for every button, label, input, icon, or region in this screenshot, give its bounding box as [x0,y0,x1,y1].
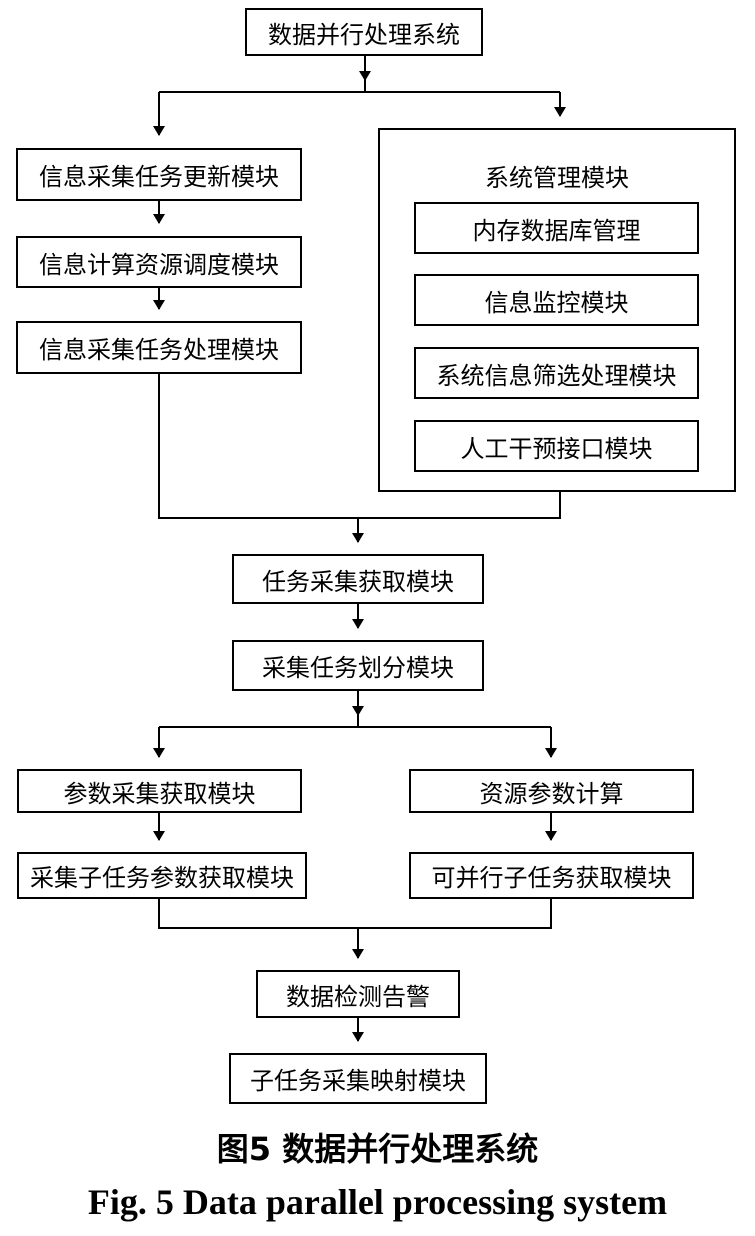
update-module-node: 信息采集任务更新模块 [16,148,302,201]
figure-caption-chinese: 图5 数据并行处理系统 [216,1130,539,1168]
task-acquisition-node: 任务采集获取模块 [232,554,484,604]
compute-schedule-node: 信息计算资源调度模块 [16,236,302,288]
subtask-mapping-node: 子任务采集映射模块 [229,1053,487,1104]
edge-merge-to-task-acquisition [158,374,561,519]
edge-root-split [158,56,561,135]
monitor-node: 信息监控模块 [414,274,699,326]
root-node: 数据并行处理系统 [245,8,483,56]
system-management-title: 系统管理模块 [485,164,629,192]
manual-interface-node: 人工干预接口模块 [414,420,699,472]
resource-calculation-node: 资源参数计算 [409,769,694,813]
parallel-subtask-node: 可并行子任务获取模块 [409,852,694,899]
filter-node: 系统信息筛选处理模块 [414,347,699,399]
task-process-node: 信息采集任务处理模块 [16,321,302,374]
memory-db-node: 内存数据库管理 [414,202,699,254]
parameter-acquisition-node: 参数采集获取模块 [17,769,302,813]
data-detection-node: 数据检测告警 [256,970,460,1018]
edge-merge-to-detection [158,899,552,929]
edge-division-split [159,691,551,728]
figure-caption-english: Fig. 5 Data parallel processing system [87,1182,668,1222]
subtask-parameter-node: 采集子任务参数获取模块 [17,852,307,899]
task-division-node: 采集任务划分模块 [232,640,484,691]
